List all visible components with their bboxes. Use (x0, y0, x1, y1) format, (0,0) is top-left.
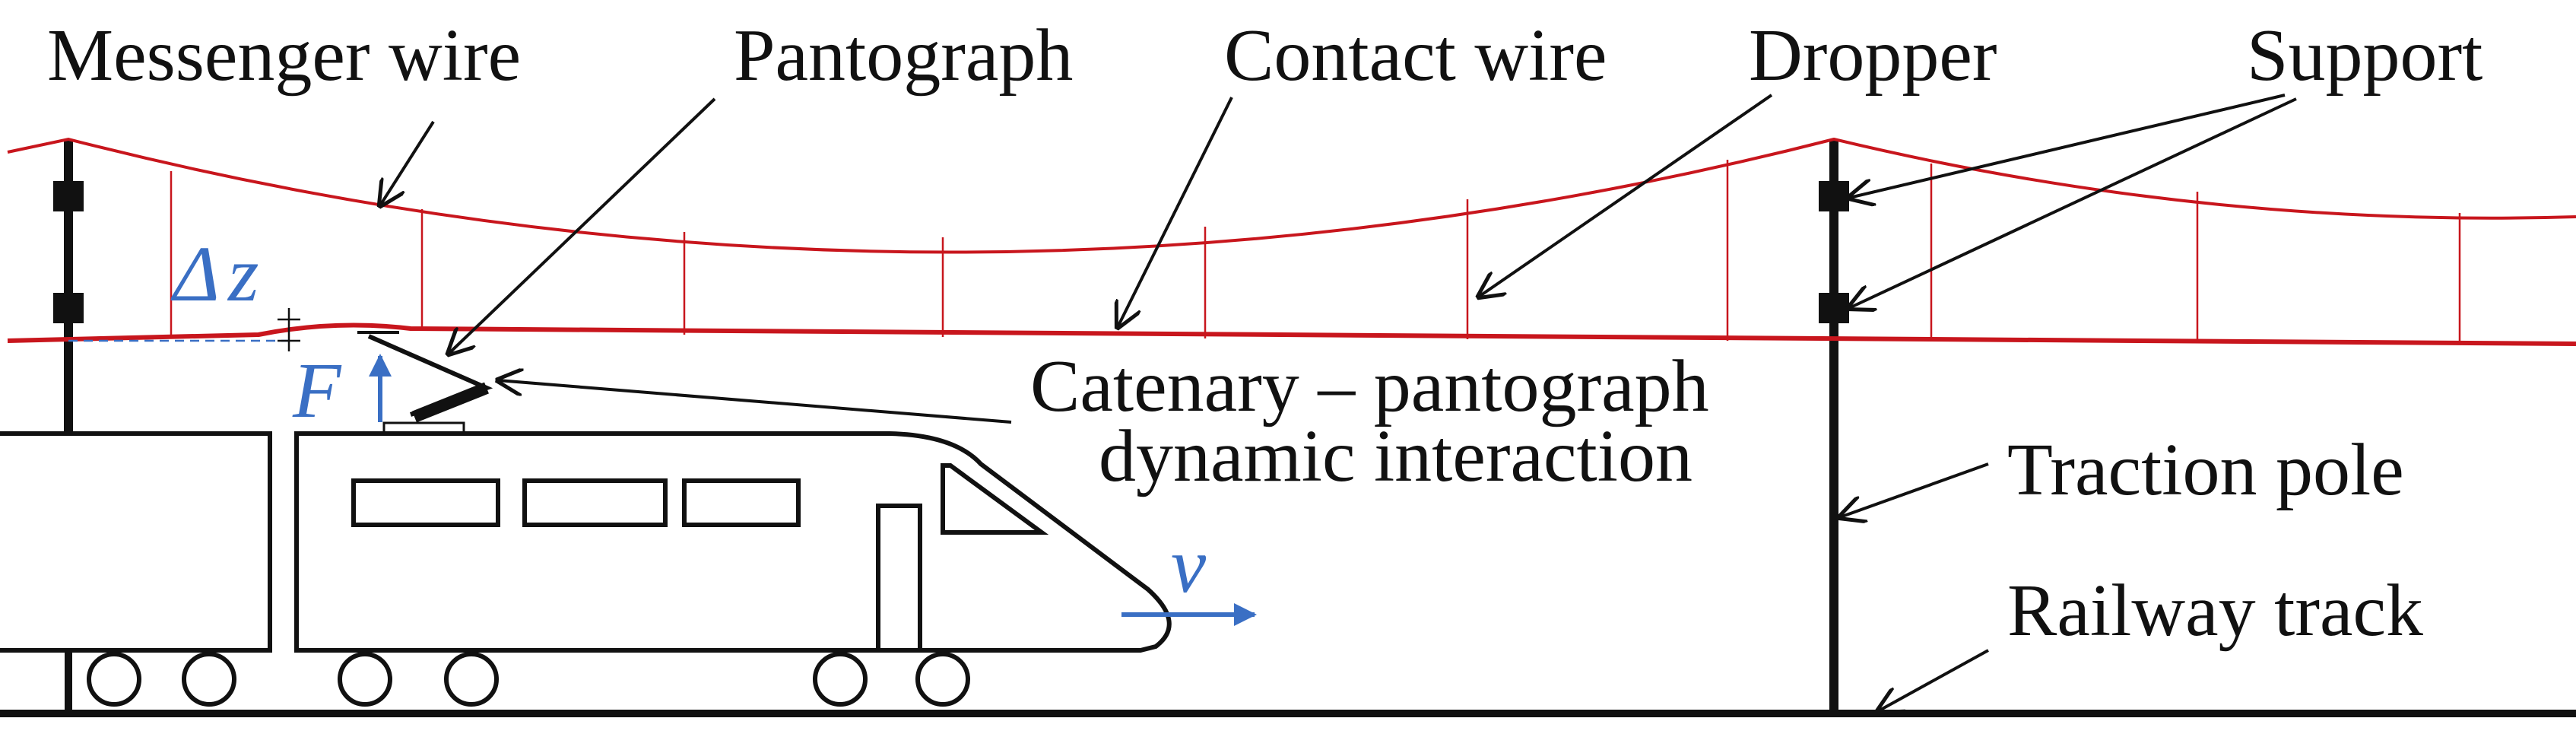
label-contact-wire: Contact wire (1224, 14, 1607, 97)
arrow-messenger-wire (380, 120, 435, 205)
force-symbol: F (292, 347, 342, 434)
label-railway-track: Railway track (2007, 570, 2423, 652)
droppers (170, 160, 2461, 343)
wheel (915, 652, 970, 707)
train-door (876, 504, 922, 653)
pantograph (357, 331, 493, 423)
arrow-traction-pole (1840, 462, 1989, 517)
label-interaction-line1: Catenary – pantograph (1030, 345, 1709, 427)
label-support: Support (2247, 14, 2482, 97)
pantograph-base (382, 421, 465, 435)
label-interaction-line2: dynamic interaction (1099, 415, 1692, 497)
catenary (7, 137, 2576, 346)
left-traction-pole (53, 141, 84, 713)
label-messenger-wire: Messenger wire (47, 14, 521, 97)
wheel (813, 652, 868, 707)
wheel (87, 652, 141, 707)
arrow-interaction (498, 380, 1012, 424)
train (294, 421, 1172, 707)
train-body (294, 431, 1172, 653)
train-window (682, 478, 801, 527)
z-symbol: z (227, 230, 259, 318)
arrow-support-lower (1849, 97, 2297, 308)
label-traction-pole: Traction pole (2007, 429, 2404, 511)
support-upper (1819, 181, 1849, 211)
wheel (444, 652, 499, 707)
arrow-railway-track (1878, 649, 1989, 711)
arrow-contact-wire (1118, 97, 1233, 327)
delta-z-marker (68, 308, 300, 351)
train-window (522, 478, 668, 527)
label-pantograph: Pantograph (734, 14, 1073, 97)
trailing-car (0, 431, 272, 707)
left-support-upper (53, 181, 84, 211)
delta-symbol: Δ (170, 230, 220, 318)
train-window (351, 478, 500, 527)
arrow-support-upper (1849, 94, 2286, 198)
cab-window (941, 463, 1049, 535)
arrow-pantograph (449, 97, 716, 354)
velocity-symbol: v (1171, 522, 1207, 609)
arrow-dropper (1479, 94, 1773, 297)
left-support-lower (53, 293, 84, 323)
traction-pole (1819, 139, 1849, 713)
contact-wire (7, 323, 2576, 346)
leader-arrows (380, 94, 2297, 711)
label-dropper: Dropper (1749, 14, 1997, 97)
messenger-wire (7, 137, 2576, 254)
wheel (182, 652, 236, 707)
support-lower (1819, 293, 1849, 323)
wheel (338, 652, 392, 707)
